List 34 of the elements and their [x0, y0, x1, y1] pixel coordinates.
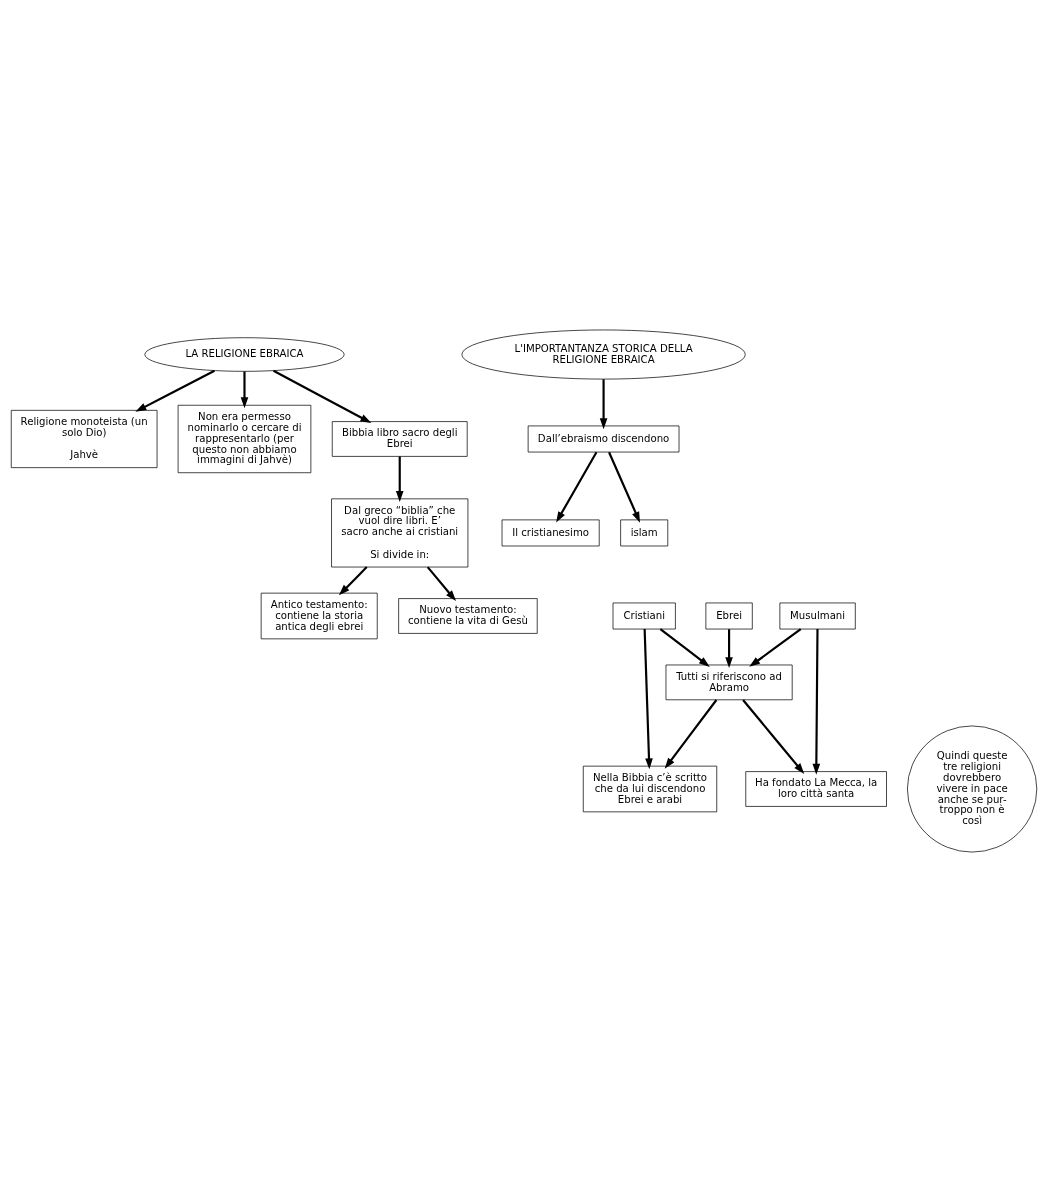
arrow — [643, 628, 653, 769]
arrow — [426, 565, 457, 601]
arrow — [240, 370, 249, 408]
node-box: Ebrei — [705, 602, 753, 629]
arrow — [659, 627, 710, 667]
arrow — [273, 369, 372, 423]
node-box: Dal greco “biblia” che vuol dire libri. E’ sacro anche ai cristiani Si divide in: — [331, 497, 469, 567]
node-box: Non era permesso nominarlo o cercare di rappresentarlo (per questo non abbiamo immagini di Jahvè) — [177, 404, 312, 473]
arrow — [742, 698, 805, 774]
arrow — [664, 698, 718, 769]
node-box: Antico testamento: contiene la storia antica degli ebrei — [260, 592, 378, 639]
arrow — [556, 451, 598, 522]
arrow — [599, 378, 608, 429]
node-box: Cristiani — [612, 602, 676, 629]
arrow — [338, 565, 368, 595]
arrow — [749, 627, 802, 667]
node-box: Bibbia libro sacro degli Ebrei — [331, 420, 468, 457]
arrow — [135, 369, 215, 412]
node-box: Il cristianesimo — [501, 519, 600, 546]
node-box: Tutti si riferiscono ad Abramo — [665, 664, 793, 700]
arrow — [725, 628, 733, 668]
node-box: Dall’ebraismo discendono — [527, 425, 680, 452]
node-box: islam — [620, 519, 669, 546]
node-box: Ha fondato La Mecca, la loro città santa — [745, 770, 887, 807]
node-box: Nuovo testamento: contiene la vita di Gesù — [398, 597, 538, 634]
arrow — [608, 451, 640, 523]
arrow — [395, 455, 404, 502]
node-ellipse: L'IMPORTANTANZA STORICA DELLA RELIGIONE EBRAICA — [461, 329, 746, 379]
node-box: Musulmani — [779, 602, 856, 629]
arrow — [812, 628, 821, 775]
node-circle: Quindi queste tre religioni dovrebbero vivere in pace anche se pur-troppo non è così — [907, 725, 1038, 852]
node-box: Religione monoteista (un solo Dio) Jahvè — [10, 409, 158, 468]
node-box: Nella Bibbia c’è scritto che da lui discendono Ebrei e arabi — [582, 765, 718, 812]
node-ellipse: LA RELIGIONE EBRAICA — [144, 336, 345, 372]
